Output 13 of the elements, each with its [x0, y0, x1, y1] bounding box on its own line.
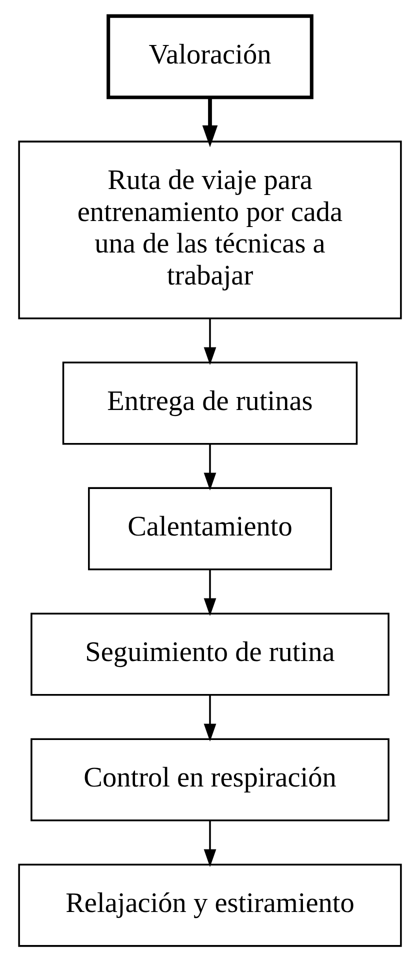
- node-box: Relajación y estiramiento: [18, 864, 402, 947]
- arrow: [202, 98, 218, 148]
- node-box: Calentamiento: [88, 487, 332, 570]
- node-box: Control en respiración: [30, 738, 390, 822]
- node-box: Seguimiento de rutina: [30, 612, 390, 696]
- arrow: [204, 318, 216, 365]
- arrow: [204, 570, 216, 616]
- arrow: [204, 695, 216, 742]
- arrow: [204, 444, 216, 490]
- node-box: Ruta de viaje para entrenamiento por cada una de las técnicas a trabajar: [18, 140, 402, 320]
- arrow: [204, 820, 216, 867]
- node-box: Entrega de rutinas: [62, 362, 358, 445]
- node-box: Valoración: [106, 14, 314, 100]
